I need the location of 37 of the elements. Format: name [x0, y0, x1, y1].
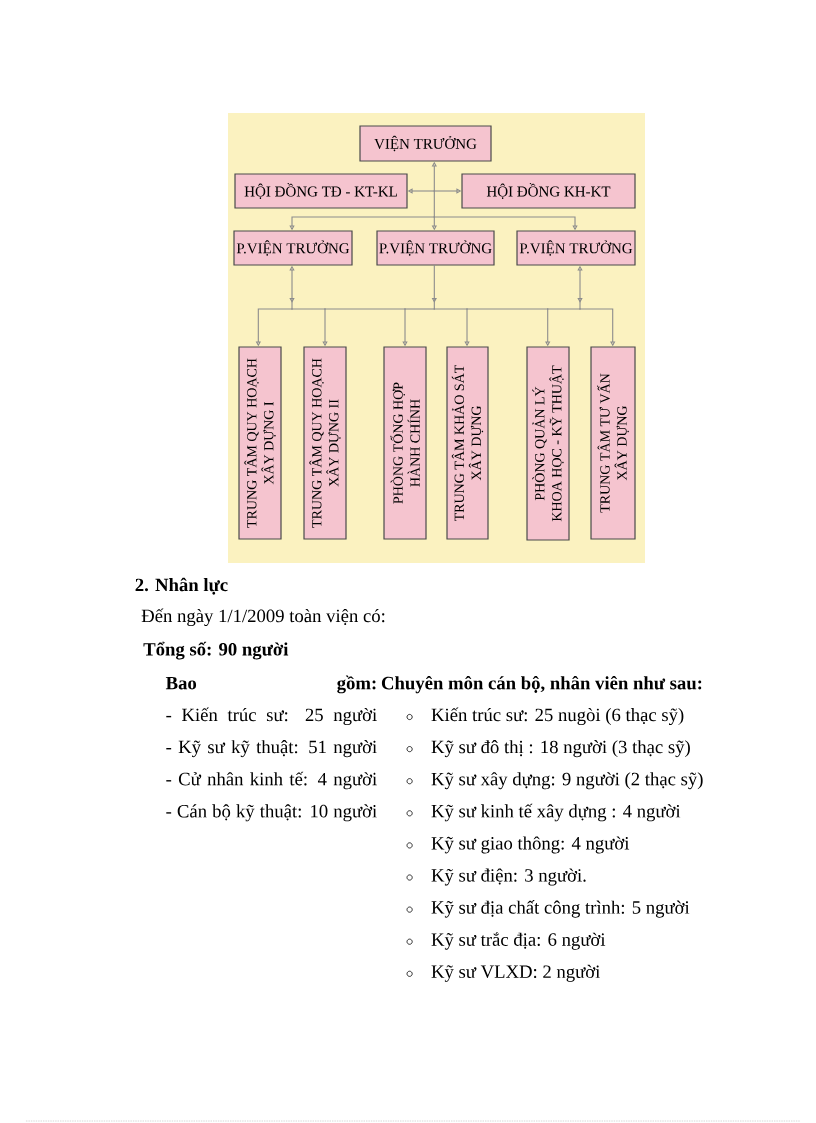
list-item: - Cán bộ kỹ thuật: 10 người [166, 804, 377, 822]
connector-line [433, 190, 435, 218]
org-chart-box: HỘI ĐỒNG KH-KT [461, 173, 636, 209]
list-item: Kỹ sư trắc địa: 6 người [431, 932, 606, 950]
org-chart-box: PHÒNG QUẢN LÝ KHOA HỌC - KỸ THUẬT [526, 346, 570, 541]
org-chart-box: TRUNG TÂM TƯ VẤN XÂY DỰNG [590, 346, 636, 540]
list-item: - Cử nhân kinh tế: 4 người [166, 771, 377, 790]
list-item: - Kiến trúc sư: 25 người [166, 707, 377, 726]
connector-line [547, 308, 581, 310]
body-text: Bao gồm: [165, 675, 376, 694]
org-chart-box: P.VIỆN TRƯỞNG [233, 230, 353, 266]
org-chart-box: TRUNG TÂM QUY HOẠCH XÂY DỰNG II [303, 346, 347, 540]
connector-line [404, 308, 435, 310]
list-item: Kỹ sư VLXD: 2 người [431, 964, 600, 982]
org-chart-box: TRUNG TÂM QUY HOẠCH XÂY DỰNG I [238, 346, 282, 540]
connector-line [433, 308, 468, 310]
body-text: Tổng số: 90 người [143, 641, 289, 660]
section-heading: 2. Nhân lực [135, 577, 228, 595]
org-chart-box: P.VIỆN TRƯỞNG [376, 230, 495, 266]
list-item: Kỹ sư giao thông: 4 người [431, 836, 630, 854]
org-chart-box: HỘI ĐỒNG TĐ - KT-KL [234, 173, 408, 209]
list-item: Kỹ sư điện: 3 người. [431, 868, 586, 886]
connector-line [324, 308, 406, 310]
connector-line [466, 308, 549, 310]
org-chart-box: VIỆN TRƯỞNG [359, 125, 492, 162]
body-text: Đến ngày 1/1/2009 toàn viện có: [141, 608, 385, 627]
body-text: Chuyên môn cán bộ, nhân viên như sau: [381, 676, 702, 694]
org-chart-box: P.VIỆN TRƯỞNG [516, 230, 636, 266]
org-chart-box: TRUNG TÂM KHẢO SÁT XÂY DỰNG [446, 346, 489, 540]
list-item: Kỹ sư địa chất công trình: 5 người [431, 900, 690, 918]
list-item: Kỹ sư xây dựng: 9 người (2 thạc sỹ) [431, 772, 703, 790]
list-item: Kiến trúc sư: 25 nugòi (6 thạc sỹ) [431, 707, 684, 726]
connector-line [291, 308, 326, 310]
org-chart-box: PHÒNG TỔNG HỢP HÀNH CHÍNH [383, 346, 427, 540]
list-item: - Kỹ sư kỹ thuật: 51 người [166, 740, 377, 758]
list-item: Kỹ sư kinh tế xây dựng : 4 người [431, 803, 681, 822]
list-item: Kỹ sư đô thị : 18 người (3 thạc sỹ) [431, 740, 690, 758]
